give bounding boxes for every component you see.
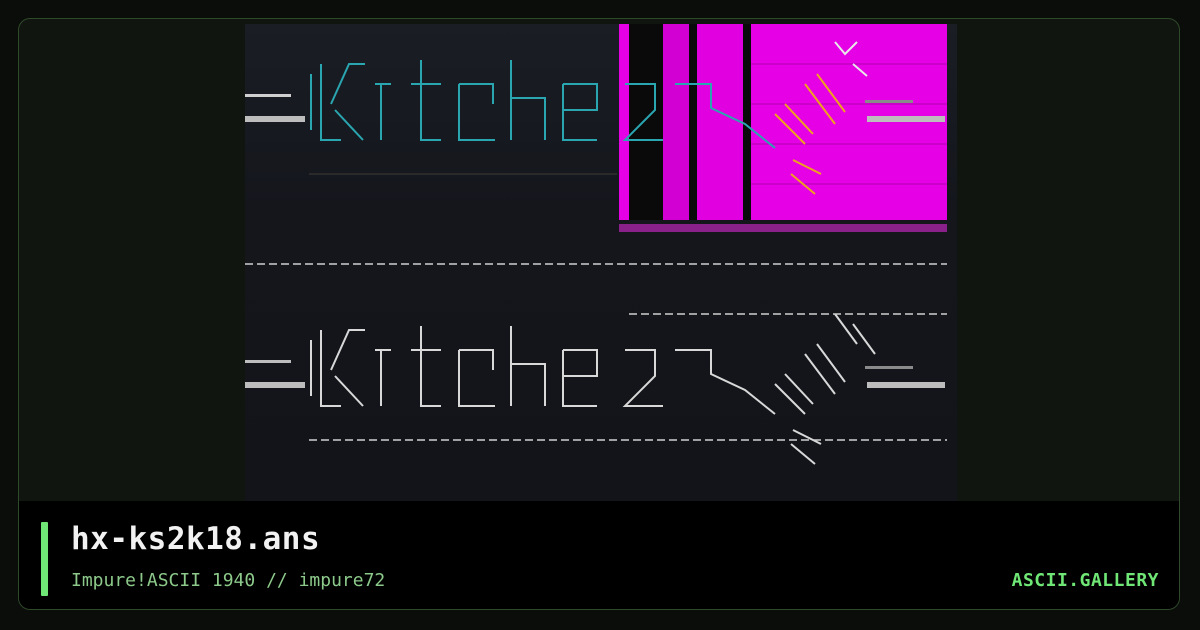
- card-footer: hx-ks2k18.ans Impure!ASCII 1940 // impur…: [19, 501, 1179, 609]
- ornaments-top: [245, 94, 945, 122]
- ornaments-bottom: [245, 360, 945, 388]
- logo-top-orange-accents: [774, 73, 846, 195]
- logo-top-cyan: [310, 60, 776, 149]
- preview-card: hx-ks2k18.ans Impure!ASCII 1940 // impur…: [18, 18, 1180, 610]
- logo-top-white-accents: [834, 41, 868, 77]
- ansi-artwork-preview: [245, 24, 957, 501]
- logo-bottom-white: [310, 313, 876, 465]
- accent-bar: [41, 522, 48, 596]
- brand-label: ASCII.GALLERY: [1011, 570, 1159, 591]
- file-title: hx-ks2k18.ans: [71, 521, 321, 557]
- file-subtitle: Impure!ASCII 1940 // impure72: [71, 570, 386, 591]
- magenta-blocks: [619, 24, 947, 232]
- ansi-artwork-canvas: [245, 24, 947, 465]
